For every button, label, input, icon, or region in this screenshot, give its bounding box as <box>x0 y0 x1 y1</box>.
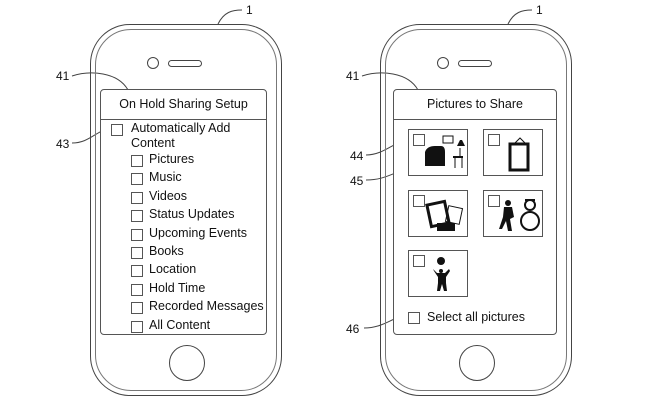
content-checkbox-pictures[interactable] <box>131 155 143 167</box>
pictures-screen: Pictures to Share Select all pictures <box>393 89 557 335</box>
picture-thumb-2[interactable] <box>483 129 543 176</box>
ref-label-1: 1 <box>536 3 543 17</box>
picture-thumb-5[interactable] <box>408 250 468 297</box>
content-checkbox-upcoming-events[interactable] <box>131 228 143 241</box>
ref-label-41: 41 <box>56 69 70 83</box>
select-all-label: Select all pictures <box>427 310 525 324</box>
content-checkbox-hold-time[interactable] <box>131 283 143 296</box>
photos-icon <box>425 199 464 231</box>
ball-player-icon <box>433 257 450 291</box>
camera-icon <box>437 57 449 69</box>
content-label: Location <box>149 262 197 277</box>
picture-thumb-4[interactable] <box>483 190 543 237</box>
content-label: Music <box>149 170 182 185</box>
picture-thumb-1[interactable] <box>408 129 468 176</box>
content-label: Status Updates <box>149 207 235 222</box>
auto-add-checkbox[interactable] <box>111 124 123 136</box>
phone-body <box>380 24 572 396</box>
speaker-icon <box>168 60 202 67</box>
auto-add-label-2: Content <box>131 136 175 150</box>
content-checkbox-videos[interactable] <box>131 191 143 204</box>
picture-thumb-3[interactable] <box>408 190 468 237</box>
content-checkbox-location[interactable] <box>131 265 143 278</box>
picture-checkbox[interactable] <box>488 134 500 146</box>
camera-icon <box>147 57 159 69</box>
content-checkbox-recorded-messages[interactable] <box>131 302 143 315</box>
content-checkbox-books[interactable] <box>131 247 143 259</box>
speaker-icon <box>458 60 492 67</box>
content-label: Recorded Messages <box>149 299 264 314</box>
picture-frame-icon <box>508 137 530 172</box>
content-checkbox-all-content[interactable] <box>131 320 143 333</box>
content-label: Upcoming Events <box>149 225 247 240</box>
content-label: Hold Time <box>149 280 206 295</box>
content-label: Pictures <box>149 152 195 166</box>
select-all-checkbox[interactable] <box>408 312 420 324</box>
content-label: Videos <box>149 188 187 203</box>
ref-label-44: 44 <box>350 149 364 163</box>
ref-label-46: 46 <box>346 322 360 336</box>
content-checkbox-music[interactable] <box>131 173 143 186</box>
phone-body <box>90 24 282 396</box>
ref-label-1: 1 <box>246 3 253 17</box>
picture-checkbox[interactable] <box>413 255 425 267</box>
auto-add-label: Automatically Add <box>131 121 231 135</box>
screen-title: On Hold Sharing Setup <box>101 90 266 120</box>
ref-label-45: 45 <box>350 174 364 188</box>
snowman-icon <box>499 199 540 231</box>
content-label: Books <box>149 244 184 258</box>
content-checkbox-status-updates[interactable] <box>131 210 143 223</box>
ref-label-41: 41 <box>346 69 360 83</box>
picture-checkbox[interactable] <box>413 195 425 207</box>
picture-checkbox[interactable] <box>488 195 500 207</box>
home-button[interactable] <box>169 345 205 381</box>
ref-label-43: 43 <box>56 137 70 151</box>
screen-title: Pictures to Share <box>394 90 556 120</box>
picture-checkbox[interactable] <box>413 134 425 146</box>
home-button[interactable] <box>459 345 495 381</box>
armchair-lamp-icon <box>425 135 465 168</box>
content-label: All Content <box>149 317 211 332</box>
sharing-setup-screen: On Hold Sharing Setup Automatically Add … <box>100 89 267 335</box>
